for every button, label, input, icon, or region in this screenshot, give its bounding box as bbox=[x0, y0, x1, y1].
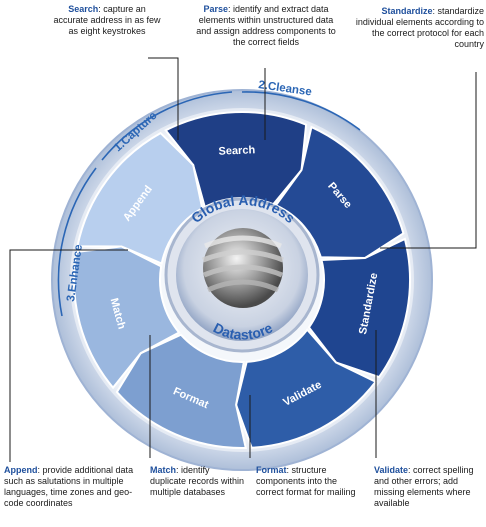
segment-append bbox=[76, 131, 204, 265]
callout-standardize-title: Standardize bbox=[381, 6, 433, 16]
callout-standardize: Standardize: standardize individual elem… bbox=[344, 6, 484, 50]
callout-validate: Validate: correct spelling and other err… bbox=[374, 465, 482, 509]
callout-format: Format: structure components into the co… bbox=[256, 465, 356, 498]
callout-match-text: : identify duplicate records within mult… bbox=[150, 465, 245, 497]
callout-match: Match: identify duplicate records within… bbox=[150, 465, 246, 498]
callout-match-title: Match bbox=[150, 465, 177, 475]
capture-phase-arc bbox=[101, 91, 233, 161]
segment-format bbox=[115, 333, 248, 449]
callout-append-title: Append bbox=[4, 465, 38, 475]
enhance-phase-arc bbox=[57, 167, 97, 317]
callout-leaders bbox=[9, 57, 477, 462]
segment-label-search: Search bbox=[218, 144, 255, 157]
callout-append: Append: provide additional data such as … bbox=[4, 465, 144, 509]
segment-validate bbox=[235, 328, 378, 449]
globe-icon bbox=[202, 228, 284, 308]
standardize-leader bbox=[380, 72, 477, 249]
callout-parse-title: Parse bbox=[203, 4, 228, 14]
callout-search-title: Search bbox=[68, 4, 99, 14]
callout-validate-title: Validate bbox=[374, 465, 409, 475]
callout-search: Search: capture an accurate address in a… bbox=[52, 4, 162, 37]
callout-search-text: : capture an accurate address in as few … bbox=[53, 4, 161, 36]
callout-parse-text: : identify and extract data elements wit… bbox=[196, 4, 336, 47]
callout-append-text: : provide additional data such as saluta… bbox=[4, 465, 134, 508]
callout-format-title: Format bbox=[256, 465, 287, 475]
callout-validate-text: : correct spelling and other errors; add… bbox=[374, 465, 474, 508]
core-title-line2: Datastore bbox=[211, 319, 276, 342]
segment-standardize bbox=[307, 237, 411, 379]
segment-match bbox=[73, 245, 181, 390]
segment-parse bbox=[274, 125, 405, 259]
append-leader bbox=[9, 249, 128, 462]
callout-format-text: : structure components into the correct … bbox=[256, 465, 356, 497]
search-leader bbox=[148, 57, 179, 140]
cleanse-phase-arc bbox=[241, 91, 361, 131]
callout-parse: Parse: identify and extract data element… bbox=[196, 4, 336, 48]
callout-standardize-text: : standardize individual elements accord… bbox=[355, 6, 484, 49]
process-segments: SearchParseStandardizeValidateFormatMatc… bbox=[73, 111, 411, 449]
